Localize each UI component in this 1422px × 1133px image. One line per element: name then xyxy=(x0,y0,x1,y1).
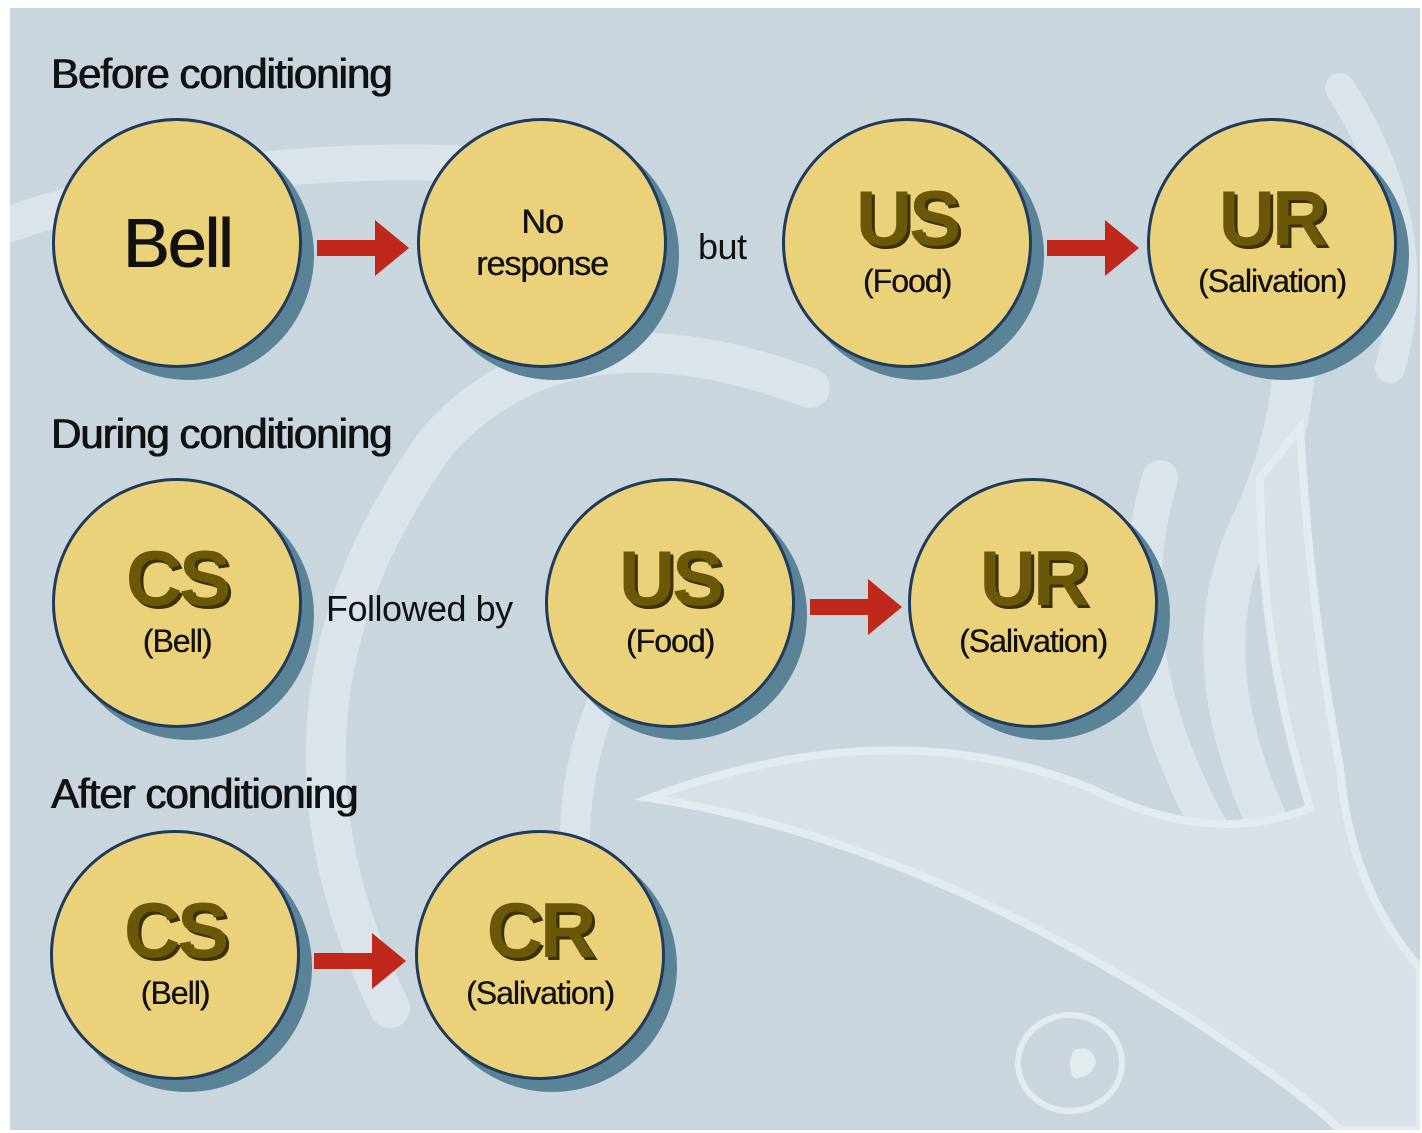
ur-salivation-node: UR (Salivation) xyxy=(908,478,1170,740)
ur-salivation-node: UR (Salivation) xyxy=(1147,118,1409,380)
arrow-right-icon xyxy=(314,933,406,989)
cs-sub: (Bell) xyxy=(142,622,213,659)
after-conditioning-title: After conditioning xyxy=(51,770,359,817)
but-connector: but xyxy=(698,226,747,267)
us-sub: (Food) xyxy=(625,622,715,659)
us-sub: (Food) xyxy=(862,262,952,299)
cr-sub: (Salivation) xyxy=(465,974,615,1011)
during-conditioning-title: During conditioning xyxy=(51,410,393,457)
cs-bell-node: CS (Bell) xyxy=(52,478,314,740)
before-conditioning-title: Before conditioning xyxy=(51,50,393,97)
diagram-canvas: Before conditioning Bell No response but… xyxy=(10,8,1420,1130)
arrow-right-icon xyxy=(1047,220,1139,276)
bell-node: Bell xyxy=(52,118,314,380)
us-abbr: US xyxy=(618,533,724,622)
cs-abbr: CS xyxy=(123,885,229,974)
followed-by-connector: Followed by xyxy=(326,588,513,629)
no-response-node: No response xyxy=(417,118,679,380)
arrow-right-icon xyxy=(317,220,409,276)
us-food-node: US (Food) xyxy=(782,118,1044,380)
cs-bell-node: CS (Bell) xyxy=(50,830,312,1092)
cr-salivation-node: CR (Salivation) xyxy=(415,830,677,1092)
us-food-node: US (Food) xyxy=(545,478,807,740)
ur-sub: (Salivation) xyxy=(1197,262,1347,299)
cr-abbr: CR xyxy=(486,885,597,974)
ur-sub: (Salivation) xyxy=(958,622,1108,659)
us-abbr: US xyxy=(855,173,961,262)
no-response-line2: response xyxy=(476,245,609,283)
ur-abbr: UR xyxy=(979,533,1090,622)
cs-sub: (Bell) xyxy=(140,974,211,1011)
bell-label: Bell xyxy=(122,204,234,282)
no-response-line1: No xyxy=(521,203,563,241)
cs-abbr: CS xyxy=(125,533,231,622)
arrow-right-icon xyxy=(810,579,902,635)
ur-abbr: UR xyxy=(1218,173,1329,262)
